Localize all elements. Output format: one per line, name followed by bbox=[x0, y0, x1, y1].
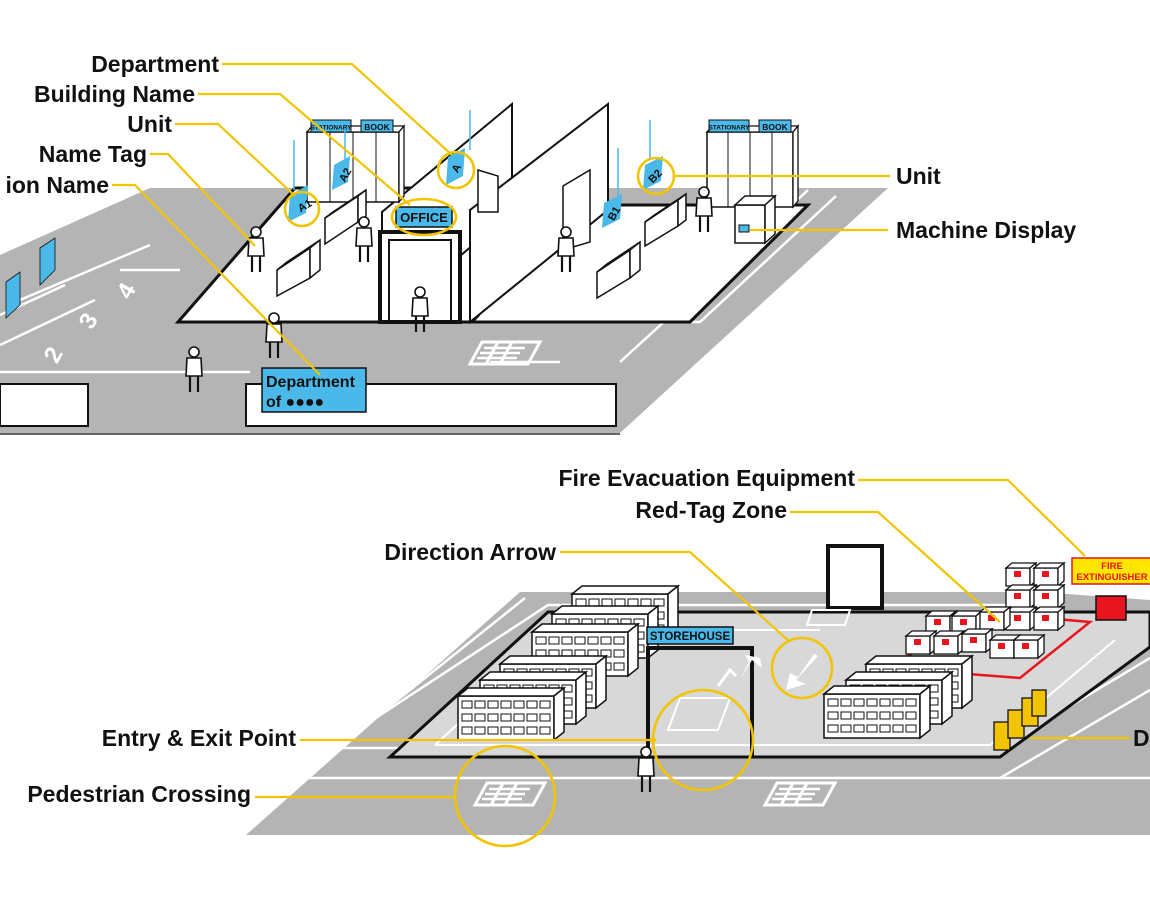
copy-machine bbox=[733, 194, 777, 245]
label-location-name: ion Name bbox=[5, 172, 109, 198]
office-sign bbox=[395, 206, 453, 228]
fire-sign-line1: FIRE bbox=[1101, 561, 1123, 572]
label-unit-left: Unit bbox=[127, 111, 172, 137]
label-machine-display: Machine Display bbox=[896, 217, 1076, 243]
label-department: Department bbox=[91, 51, 219, 77]
wall-doorway bbox=[477, 168, 499, 213]
office-floor-edge bbox=[0, 433, 620, 435]
callout-line-fire-equipment bbox=[858, 478, 1086, 557]
floor-arrow-1 bbox=[740, 655, 762, 680]
svg-text:STATIONARY: STATIONARY bbox=[310, 125, 352, 132]
floor-arrow-3 bbox=[716, 667, 738, 687]
storehouse-floor-line bbox=[435, 639, 1116, 746]
label-entry-exit-point: Entry & Exit Point bbox=[102, 725, 297, 751]
callout-line-unit-left bbox=[175, 122, 296, 197]
entry-hatch bbox=[666, 697, 732, 731]
storehouse-diagram: STOREHOUSE FIRE EXTINGUISHER bbox=[27, 465, 1150, 848]
office-sign-text: OFFICE bbox=[400, 210, 448, 225]
stationary-book-cabinet-left: STATIONARY BOOK bbox=[305, 119, 406, 204]
storehouse-door bbox=[646, 646, 754, 757]
label-name-tag: Name Tag bbox=[39, 141, 147, 167]
svg-text:BOOK: BOOK bbox=[762, 122, 788, 132]
callout-line-direction-arrow bbox=[560, 550, 791, 643]
storehouse-sign bbox=[646, 626, 734, 645]
label-direction-arrow: Direction Arrow bbox=[384, 539, 556, 565]
ring-department-a bbox=[436, 150, 476, 190]
svg-text:BOOK: BOOK bbox=[364, 122, 390, 132]
callout-line-location-name bbox=[112, 183, 321, 376]
fire-extinguisher-box bbox=[1095, 595, 1127, 621]
hazard-containers bbox=[993, 689, 1047, 751]
stationary-book-cabinet-right: STATIONARY BOOK bbox=[705, 119, 800, 209]
label-unit-right: Unit bbox=[896, 163, 941, 189]
svg-text:STATIONARY: STATIONARY bbox=[708, 125, 750, 132]
road-barrier-left bbox=[0, 383, 89, 427]
ring-direction-arrow bbox=[770, 636, 834, 700]
label-right-cut: D bbox=[1133, 725, 1150, 751]
storage-shelf-6 bbox=[457, 687, 565, 741]
department-sign-line2: of ●●●● bbox=[266, 394, 324, 411]
callout-line-building-name bbox=[198, 92, 411, 206]
floor-arrow-2 bbox=[786, 654, 818, 690]
ring-unit-a1 bbox=[283, 190, 321, 228]
label-red-tag-zone: Red-Tag Zone bbox=[635, 497, 787, 523]
rear-hatch bbox=[805, 609, 852, 626]
back-door bbox=[826, 544, 884, 610]
parking-flag-1 bbox=[39, 237, 56, 286]
label-pedestrian-crossing: Pedestrian Crossing bbox=[27, 781, 251, 807]
office-door-inner bbox=[388, 239, 452, 323]
parking-flag-2 bbox=[5, 271, 21, 319]
storage-shelf-9 bbox=[823, 685, 931, 739]
label-building-name: Building Name bbox=[34, 81, 195, 107]
fire-extinguisher-sign bbox=[1071, 557, 1150, 585]
office-diagram: 2 3 4 STATIONARY BOOK bbox=[0, 51, 1076, 435]
callout-line-name-tag bbox=[150, 152, 256, 247]
fire-sign-line2: EXTINGUISHER bbox=[1076, 572, 1147, 583]
department-sign bbox=[261, 367, 367, 413]
department-sign-line1: Department bbox=[266, 374, 356, 391]
entry-point-dot bbox=[650, 737, 656, 743]
office-desks bbox=[276, 168, 687, 300]
storehouse-sign-text: STOREHOUSE bbox=[650, 631, 731, 643]
callout-line-department bbox=[222, 62, 453, 156]
ring-building-name bbox=[390, 197, 458, 237]
callout-line-red-tag-zone bbox=[790, 510, 1001, 623]
label-fire-evacuation-equipment: Fire Evacuation Equipment bbox=[559, 465, 856, 491]
